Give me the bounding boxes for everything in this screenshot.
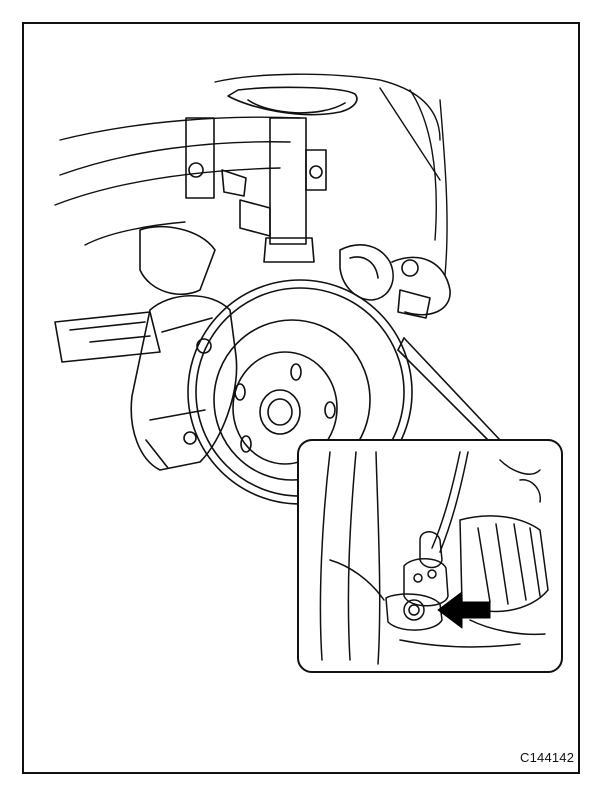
figure-code: C144142 (520, 750, 575, 765)
callout-leader (397, 337, 501, 441)
illustration-frame (22, 22, 580, 774)
detail-inset (297, 439, 563, 673)
lower-arm (54, 225, 216, 363)
strut-assembly (185, 86, 358, 263)
body-panel-lines (54, 73, 448, 276)
brake-caliper (130, 294, 238, 471)
drive-shaft (339, 244, 451, 319)
arrow-left-icon (437, 591, 491, 629)
